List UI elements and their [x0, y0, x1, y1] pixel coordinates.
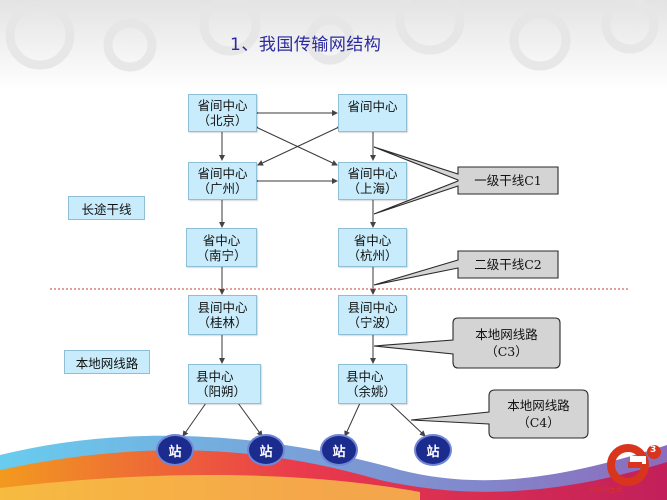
node-ningbo: 县间中心 （宁波）	[338, 295, 407, 335]
node-nanning: 省中心 （南宁）	[186, 228, 257, 267]
callout-c4: 本地网线路 （C4）	[489, 390, 588, 438]
callout-c1: 一级干线C1	[458, 167, 558, 194]
node-yangshuo-line1: 县中心	[196, 369, 234, 384]
node-top-right: 省间中心	[338, 94, 407, 132]
logo-slogan: 引领3G生活	[589, 487, 622, 494]
link-topright-guangzhou	[257, 123, 343, 166]
callout-c1-text: 一级干线C1	[474, 173, 542, 188]
node-top-right-line1: 省间中心	[347, 99, 398, 114]
node-nanning-line2: （南宁）	[196, 247, 247, 263]
callout-c2-shape	[373, 250, 559, 286]
link-yuyao-station3	[344, 397, 365, 437]
node-ningbo-line1: 县间中心	[347, 300, 398, 315]
callout-c2-text: 二级干线C2	[474, 257, 542, 272]
node-hangzhou-line2: （杭州）	[347, 247, 398, 263]
node-nanning-line1: 省中心	[202, 232, 241, 248]
label-local-network: 本地网线路	[64, 350, 150, 374]
node-beijing: 省间中心 （北京）	[188, 94, 257, 132]
node-yuyao: 县中心 （余姚）	[338, 364, 407, 404]
callout-c3-line2: （C3）	[485, 344, 528, 359]
label-long-distance: 长途干线	[68, 196, 145, 220]
node-shanghai-line1: 省间中心	[347, 166, 398, 181]
station-4: 站	[416, 436, 450, 464]
callout-c4-line1: 本地网线路	[507, 398, 570, 413]
link-yangshuo-station2	[232, 397, 263, 437]
station-2: 站	[249, 436, 283, 464]
node-guangzhou-line2: （广州）	[197, 181, 248, 196]
node-beijing-line1: 省间中心	[197, 98, 248, 113]
node-guangzhou-line1: 省间中心	[197, 166, 248, 181]
link-yangshuo-station1	[182, 397, 212, 437]
node-yuyao-line1: 县中心	[346, 369, 384, 384]
node-guilin: 县间中心 （桂林）	[188, 295, 257, 335]
node-ningbo-line2: （宁波）	[347, 315, 398, 330]
callout-c3: 本地网线路 （C3）	[453, 318, 560, 368]
callout-c1-shape	[373, 146, 559, 215]
logo-number: 3	[650, 445, 657, 455]
node-yuyao-line2: （余姚）	[346, 384, 397, 399]
callout-c3-line1: 本地网线路	[475, 327, 538, 342]
node-yangshuo-line2: （阳朔）	[196, 384, 247, 399]
node-guilin-line1: 县间中心	[197, 300, 248, 315]
page-title: 1、我国传输网结构	[230, 35, 382, 55]
node-shanghai: 省间中心 （上海）	[338, 162, 407, 200]
node-hangzhou-line1: 省中心	[353, 232, 392, 248]
node-beijing-line2: （北京）	[197, 113, 248, 128]
node-guilin-line2: （桂林）	[197, 315, 248, 330]
node-yangshuo: 县中心 （阳朔）	[188, 364, 261, 404]
callout-c3-shape	[373, 317, 561, 369]
station-3: 站	[322, 436, 356, 464]
logo-mark	[607, 444, 661, 486]
callout-c4-shape	[410, 389, 589, 439]
link-yuyao-station4	[384, 397, 426, 437]
station-1: 站	[158, 436, 192, 464]
node-hangzhou: 省中心 （杭州）	[338, 228, 407, 267]
node-guangzhou: 省间中心 （广州）	[188, 162, 257, 200]
callout-c4-line2: （C4）	[517, 415, 560, 430]
node-shanghai-line2: （上海）	[347, 181, 398, 196]
callout-c2: 二级干线C2	[458, 251, 558, 278]
